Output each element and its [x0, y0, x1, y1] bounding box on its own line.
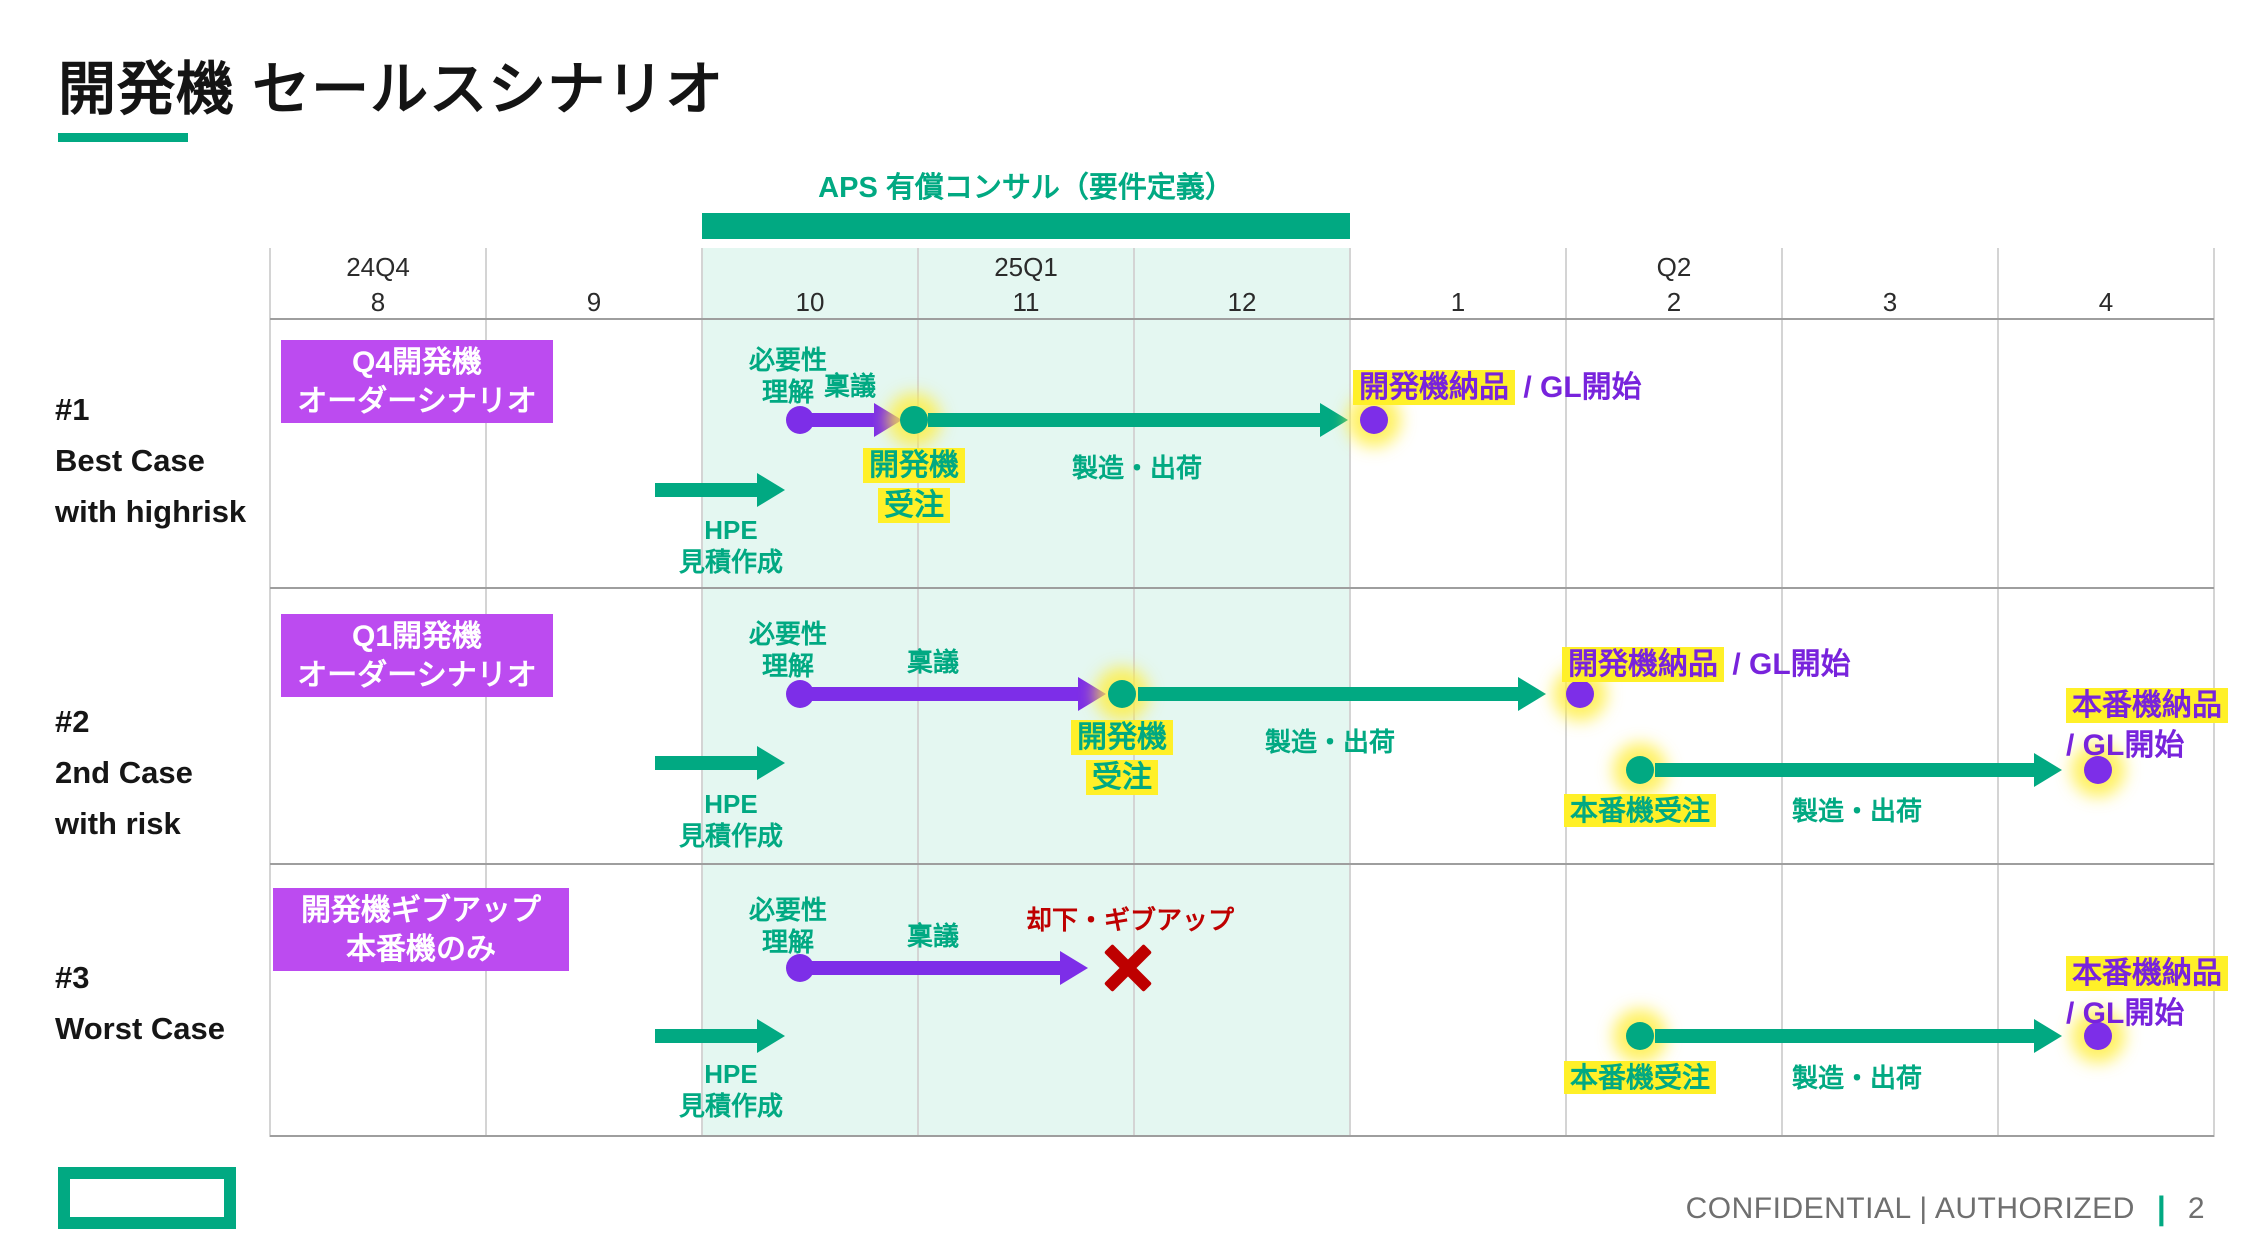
- grid-line: [269, 248, 271, 1137]
- case-number: #3: [55, 960, 90, 995]
- month-label: 4: [2098, 287, 2114, 317]
- ship-label: 製造・出荷: [1071, 453, 1203, 483]
- dev-order-label: 開発機 受注: [1071, 718, 1173, 798]
- case-line: with risk: [55, 806, 181, 841]
- ringi-arrow: [802, 951, 1088, 985]
- prod-order-label: 本番機受注: [1563, 1060, 1717, 1096]
- scenario-box: Q4開発機 オーダーシナリオ: [281, 340, 553, 423]
- grid-line: [270, 1135, 2214, 1137]
- prod-delivery-milestone-dot: [2084, 1022, 2112, 1050]
- prod-ship-arrow: [1655, 1019, 2062, 1053]
- prod-order-milestone-dot: [1626, 756, 1654, 784]
- footer-separator: |: [2156, 1190, 2166, 1226]
- scenario-box: 開発機ギブアップ 本番機のみ: [273, 888, 569, 971]
- month-label: 3: [1882, 287, 1898, 317]
- order-milestone-dot: [900, 406, 928, 434]
- prod-order-milestone-dot: [1626, 1022, 1654, 1050]
- case-label: #1 Best Case with highrisk: [55, 384, 246, 537]
- ship-label: 製造・出荷: [1264, 727, 1396, 757]
- hpe-quote-arrow: [655, 473, 785, 507]
- case-line: 2nd Case: [55, 755, 193, 790]
- ship-label: 製造・出荷: [1791, 1063, 1923, 1093]
- grid-line: [1781, 248, 1783, 1137]
- aps-banner-bar: [702, 213, 1350, 239]
- month-label: 2: [1666, 287, 1682, 317]
- hpe-quote-label: HPE 見積作成: [678, 1059, 784, 1121]
- prod-order-label: 本番機受注: [1563, 793, 1717, 829]
- ringi-label: 稟議: [906, 647, 960, 677]
- grid-line: [270, 587, 2214, 589]
- confidential-label: CONFIDENTIAL | AUTHORIZED: [1685, 1191, 2135, 1225]
- case-number: #1: [55, 392, 90, 427]
- prod-delivery-label: 本番機納品 / GL開始: [2066, 686, 2228, 766]
- necessity-label: 必要性 理解: [748, 895, 828, 957]
- ringi-label: 稟議: [823, 371, 877, 401]
- grid-line: [270, 318, 2214, 320]
- case-label: #3 Worst Case: [55, 952, 225, 1054]
- hpe-quote-arrow: [655, 746, 785, 780]
- month-label: 12: [1227, 287, 1257, 317]
- footer: CONFIDENTIAL | AUTHORIZED | 2: [1686, 1190, 2205, 1227]
- ship-label: 製造・出荷: [1791, 796, 1923, 826]
- title-underline: [58, 133, 188, 142]
- prod-ship-arrow: [1655, 753, 2062, 787]
- hpe-quote-label: HPE 見積作成: [678, 515, 784, 577]
- hpe-quote-label: HPE 見積作成: [678, 789, 784, 851]
- case-label: #2 2nd Case with risk: [55, 696, 193, 849]
- quarter-label: 24Q4: [346, 252, 410, 282]
- month-label: 8: [370, 287, 386, 317]
- ship-arrow: [928, 403, 1348, 437]
- case-number: #2: [55, 704, 90, 739]
- ringi-arrow: [802, 403, 902, 437]
- hpe-logo: [58, 1167, 236, 1229]
- quarter-label: 25Q1: [994, 252, 1058, 282]
- necessity-label: 必要性 理解: [748, 619, 828, 681]
- delivery-milestone-dot: [1566, 680, 1594, 708]
- delivery-label: 開発機納品 / GL開始: [1562, 645, 1851, 685]
- case-line: with highrisk: [55, 494, 247, 529]
- aps-banner-label: APS 有償コンサル（要件定義）: [818, 172, 1234, 204]
- dev-order-label: 開発機 受注: [863, 446, 965, 526]
- month-label: 10: [795, 287, 825, 317]
- reject-x-icon: [1101, 941, 1155, 995]
- reject-label: 却下・ギブアップ: [1025, 905, 1235, 935]
- month-label: 11: [1012, 287, 1040, 317]
- grid-line: [270, 863, 2214, 865]
- ringi-label: 稟議: [906, 921, 960, 951]
- ringi-arrow: [802, 677, 1106, 711]
- order-milestone-dot: [1108, 680, 1136, 708]
- ship-arrow: [1138, 677, 1546, 711]
- case-line: Worst Case: [55, 1011, 225, 1046]
- grid-line: [1997, 248, 1999, 1137]
- slide-title: 開発機 セールスシナリオ: [58, 57, 725, 122]
- case-line: Best Case: [55, 443, 205, 478]
- scenario-box: Q1開発機 オーダーシナリオ: [281, 614, 553, 697]
- hpe-quote-arrow: [655, 1019, 785, 1053]
- delivery-label: 開発機納品 / GL開始: [1353, 368, 1642, 408]
- month-label: 1: [1450, 287, 1466, 317]
- delivery-milestone-dot: [1360, 406, 1388, 434]
- necessity-label: 必要性 理解: [748, 345, 828, 407]
- prod-delivery-milestone-dot: [2084, 756, 2112, 784]
- prod-delivery-label: 本番機納品 / GL開始: [2066, 954, 2228, 1034]
- month-label: 9: [586, 287, 602, 317]
- grid-line: [701, 248, 703, 1137]
- page-number: 2: [2187, 1191, 2205, 1225]
- quarter-label: Q2: [1656, 252, 1692, 282]
